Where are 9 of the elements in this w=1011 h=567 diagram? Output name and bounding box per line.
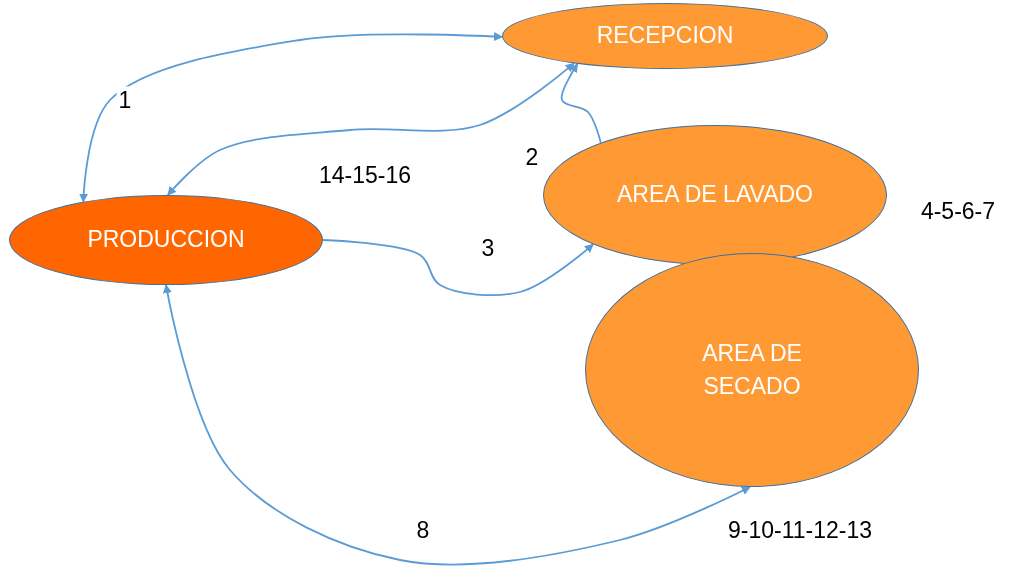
node-label: AREA DE SECADO [701, 338, 803, 401]
arrow [322, 239, 594, 297]
arrow [167, 62, 575, 196]
node-label: AREA DE LAVADO [617, 180, 813, 210]
node-label: PRODUCCION [87, 225, 245, 255]
arrow [560, 62, 602, 144]
node-label: RECEPCION [596, 21, 734, 51]
arrow [163, 284, 751, 566]
arrow [79, 32, 503, 203]
